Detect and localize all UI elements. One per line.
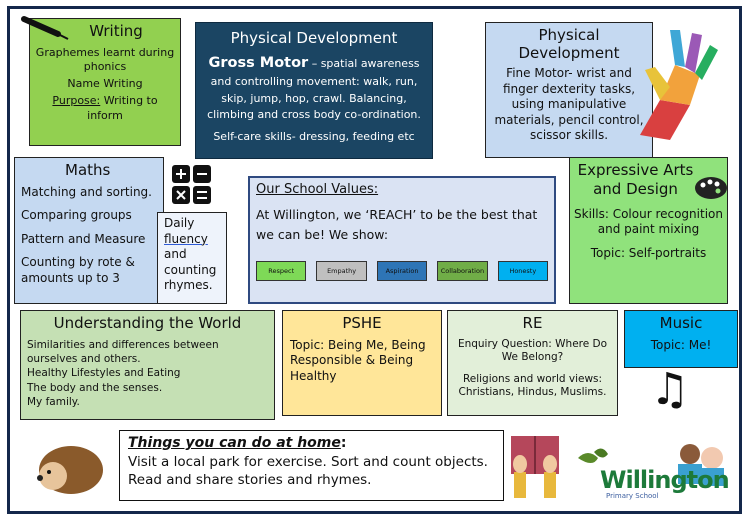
music-note-icon: ♫ xyxy=(650,364,690,415)
music-box: Music Topic: Me! xyxy=(624,310,738,368)
values-title: Our School Values: xyxy=(256,182,379,197)
values-list: Respect Empathy Aspiration Collaboration… xyxy=(256,260,549,281)
values-text: At Willington, we ‘REACH’ to be the best… xyxy=(256,206,538,242)
maths-item: Pattern and Measure xyxy=(21,231,146,246)
school-logo: Willington Primary School xyxy=(570,440,735,502)
arts-title: Expressive Arts and Design xyxy=(577,161,694,198)
home-activities-box: Things you can do at home: Visit a local… xyxy=(119,430,504,501)
music-topic: Topic: Me! xyxy=(650,337,712,352)
purpose-text: Writing to inform xyxy=(87,94,158,122)
logo-name: Willington xyxy=(600,466,730,494)
re-question: Enquiry Question: Where Do We Belong? xyxy=(457,337,608,364)
understanding-world-box: Understanding the World Similarities and… xyxy=(20,310,275,420)
fluency-post: and counting rhymes. xyxy=(164,247,217,293)
world-line: Healthy Lifestyles and Eating xyxy=(27,367,181,380)
maths-box: Maths Matching and sorting. Comparing gr… xyxy=(14,157,164,304)
physical-title: Physical Development xyxy=(230,29,398,47)
arts-skills: Skills: Colour recognition and paint mix… xyxy=(574,206,723,237)
logo-subtitle: Primary School xyxy=(606,492,659,500)
hedgehog-icon xyxy=(37,446,103,494)
re-religions: Religions and world views: Christians, H… xyxy=(458,372,607,399)
gross-motor-subtitle: Gross Motor xyxy=(208,54,309,71)
world-line: My family. xyxy=(27,396,80,409)
value-collaboration: Collaboration xyxy=(437,260,488,281)
physical-fine-motor-box: Physical Development Fine Motor- wrist a… xyxy=(485,22,653,158)
painted-hand-icon xyxy=(640,30,718,140)
writing-title: Writing xyxy=(89,22,143,40)
writing-box: Writing Graphemes learnt during phonics … xyxy=(29,18,181,146)
physical-title: Physical Development xyxy=(518,26,620,62)
re-title: RE xyxy=(522,314,543,332)
palette-icon xyxy=(695,177,727,199)
selfcare-text: Self-care skills- dressing, feeding etc xyxy=(213,129,415,143)
physical-gross-motor-box: Physical Development Gross Motor – spati… xyxy=(195,22,433,159)
world-line: The body and the senses. xyxy=(27,381,163,394)
school-values-box: Our School Values: At Willington, we ‘RE… xyxy=(248,176,556,304)
music-title: Music xyxy=(659,314,703,332)
fluency-box: Daily fluency and counting rhymes. xyxy=(157,212,227,304)
gross-motor-text: – spatial awareness and controlling move… xyxy=(207,56,421,122)
fluency-pre: Daily xyxy=(164,216,195,230)
world-title: Understanding the World xyxy=(53,314,242,332)
pshe-title: PSHE xyxy=(342,314,382,332)
book-reading-icon xyxy=(511,436,559,498)
writing-line: Name Writing xyxy=(67,77,143,91)
home-title: Things you can do at home xyxy=(128,435,341,451)
pshe-box: PSHE Topic: Being Me, Being Responsible … xyxy=(282,310,442,416)
maths-item: Matching and sorting. xyxy=(21,184,152,199)
value-aspiration: Aspiration xyxy=(376,260,428,281)
writing-line: Graphemes learnt during phonics xyxy=(35,45,175,73)
re-box: RE Enquiry Question: Where Do We Belong?… xyxy=(447,310,618,416)
poster-frame xyxy=(7,6,742,514)
world-line: Similarities and differences between our… xyxy=(27,338,219,365)
calculator-icon xyxy=(172,165,211,204)
fine-motor-text: Fine Motor- wrist and finger dexterity t… xyxy=(494,66,644,143)
maths-item: Comparing groups xyxy=(21,208,132,223)
value-respect: Respect xyxy=(256,260,307,281)
home-text: Visit a local park for exercise. Sort an… xyxy=(128,453,488,489)
home-colon: : xyxy=(340,435,347,451)
maths-item: Counting by rote & amounts up to 3 xyxy=(21,255,135,285)
value-empathy: Empathy xyxy=(316,260,367,281)
purpose-label: Purpose: xyxy=(52,94,101,108)
pshe-text: Topic: Being Me, Being Responsible & Bei… xyxy=(290,337,426,383)
writing-purpose: Purpose: Writing to inform xyxy=(34,94,176,123)
arts-topic: Topic: Self-portraits xyxy=(590,245,707,260)
maths-title: Maths xyxy=(65,161,111,179)
fluency-word: fluency xyxy=(164,231,208,246)
value-honesty: Honesty xyxy=(497,260,549,281)
pen-icon xyxy=(21,16,69,40)
